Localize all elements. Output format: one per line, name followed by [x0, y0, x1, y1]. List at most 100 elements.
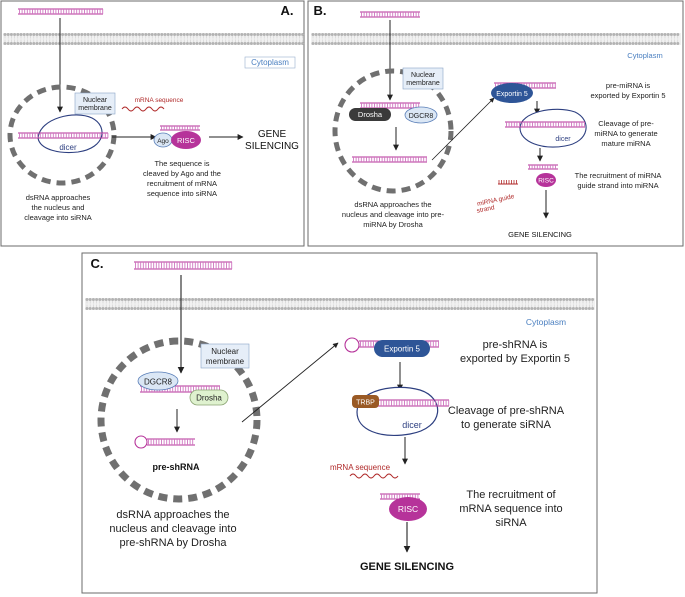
panel-b-step2-2: miRNA to generate — [594, 129, 657, 138]
panel-a-caption-left-3: cleavage into siRNA — [24, 213, 92, 222]
panel-c-exportin — [374, 340, 430, 357]
panel-a-cell-membrane — [3, 33, 305, 45]
panel-c-caption-left-3: pre-shRNA by Drosha — [120, 537, 228, 549]
panel-a-dicer-label: dicer — [59, 143, 77, 152]
panel-b-caption-left-1: dsRNA approaches the — [354, 200, 431, 209]
panel-c-step3-2: mRNA sequence into — [459, 503, 562, 515]
panel-c-drosha — [189, 389, 229, 406]
panel-c-step3-1: The recruitment of — [466, 489, 556, 501]
panel-c-nuclear-membrane-label-2: membrane — [206, 357, 245, 366]
panel-a-caption-left-1: dsRNA approaches — [26, 193, 91, 202]
panel-a-cytoplasm-box — [244, 56, 296, 69]
panel-a-gene-silencing-1: GENE — [258, 129, 287, 140]
panel-a-dicer-dsrna — [18, 132, 109, 139]
panel-b-nuclear-membrane-box — [402, 67, 444, 90]
panel-a-risc-label: RISC — [177, 136, 196, 145]
panel-b-dicer-label: dicer — [555, 136, 571, 143]
panel-b-step3-2: guide strand into miRNA — [577, 181, 658, 190]
panel-a-risc-dsrna — [160, 125, 200, 131]
panel-c-pre-shrna-label: pre-shRNA — [152, 462, 200, 472]
panel-a-caption-right-3: recruitment of mRNA — [147, 179, 217, 188]
panel-b-cell-membrane — [311, 33, 681, 45]
panel-a-mrna-strand — [121, 106, 165, 112]
panel-c-trbp-label: TRBP — [356, 400, 375, 407]
panel-a-caption-right-4: sequence into siRNA — [147, 189, 217, 198]
panel-c-risc — [389, 497, 427, 521]
panel-b-caption-left-3: miRNA by Drosha — [363, 220, 423, 229]
panel-a-caption-left-2: the nucleus and — [32, 203, 85, 212]
panel-b-dgcr8 — [404, 106, 438, 124]
panel-c-label: C. — [91, 256, 104, 271]
panel-a-gene-silencing-2: SILENCING — [245, 141, 299, 152]
panel-b-gene-silencing: GENE SILENCING — [508, 230, 572, 239]
panel-b-step1-1: pre-miRNA is — [606, 81, 650, 90]
panel-b-risc-label: RISC — [538, 178, 554, 185]
panel-b-caption-left-2: nucleus and cleavage into pre- — [342, 210, 445, 219]
panel-a-ago-label: Ago — [157, 138, 169, 145]
panel-b-dicer-rna — [505, 121, 585, 128]
panel-b-exportin-label: Exportin 5 — [496, 91, 528, 98]
panel-b-step2-3: mature miRNA — [601, 139, 650, 148]
panel-b-risc — [536, 173, 556, 187]
panel-b-pre-mirna — [352, 156, 427, 163]
panel-a-label: A. — [281, 3, 294, 18]
panel-a-nuclear-membrane-label-2: membrane — [78, 105, 112, 112]
panel-b-nucleus — [332, 68, 454, 194]
panel-a: A. Cytoplasm Nuclear membrane dicer mRNA… — [0, 0, 305, 247]
panel-b-step1-2: exported by Exportin 5 — [590, 91, 665, 100]
panel-c-cytoplasm-label: Cytoplasm — [526, 317, 566, 327]
panel-a-nucleus — [7, 84, 117, 186]
panel-b-drosha-label: Drosha — [358, 110, 383, 119]
panel-b-dicer-shape — [519, 108, 587, 148]
panel-a-dsrna — [18, 8, 104, 15]
panel-b-label: B. — [314, 3, 327, 18]
panel-a-mrna-label: mRNA sequence — [135, 97, 184, 104]
panel-a-dicer-shape — [37, 114, 103, 154]
panel-b-dsrna — [360, 11, 420, 18]
panel-c-dicer-shape — [356, 386, 439, 436]
panel-c-trbp — [352, 395, 379, 408]
panel-b-risc-rna — [528, 164, 558, 170]
panel-b-step2-1: Cleavage of pre- — [598, 119, 654, 128]
panel-c-gene-silencing: GENE SILENCING — [360, 561, 454, 573]
panel-b-step3-1: The recruitment of miRNA — [575, 171, 662, 180]
panel-b: B. Cytoplasm Nuclear membrane Drosha DGC… — [307, 0, 684, 247]
panel-a-nuclear-membrane-box — [74, 92, 116, 115]
panel-b-drosha — [349, 108, 391, 121]
panel-c-step1-2: exported by Exportin 5 — [460, 353, 570, 365]
panel-c-caption-left-1: dsRNA approaches the — [116, 509, 229, 521]
panel-c-cell-membrane — [85, 298, 595, 310]
panel-b-nuclear-membrane-label-2: membrane — [406, 80, 440, 87]
panel-c-nuclear-membrane-label-1: Nuclear — [211, 347, 239, 356]
panel-a-risc — [171, 131, 201, 149]
panel-c-dsrna — [134, 261, 233, 270]
panel-c-dicer-label: dicer — [402, 420, 422, 430]
panel-c-step2-2: to generate siRNA — [461, 419, 552, 431]
panel-a-caption-right-2: cleaved by Ago and the — [143, 169, 221, 178]
panel-c-drosha-label: Drosha — [196, 394, 222, 403]
panel-b-guide-label-2: strand — [476, 204, 496, 215]
panel-b-guide-strand — [498, 180, 518, 185]
panel-c-mrna-label: mRNA sequence — [330, 463, 391, 472]
panel-c: C. Cytoplasm Nuclear membrane DGCR8 Dros… — [81, 252, 598, 594]
panel-b-nucleus-dsrna — [360, 102, 420, 109]
panel-c-step3-3: siRNA — [495, 517, 527, 529]
panel-b-cytoplasm-label: Cytoplasm — [627, 51, 662, 60]
panel-c-arrow-export — [241, 342, 339, 423]
panel-c-dgcr8 — [137, 371, 179, 391]
panel-c-step1-1: pre-shRNA is — [483, 339, 548, 351]
panel-c-step2-1: Cleavage of pre-shRNA — [448, 405, 565, 417]
panel-c-dgcr8-label: DGCR8 — [144, 378, 173, 387]
panel-c-mrna-strand — [349, 473, 399, 479]
panel-c-exportin-label: Exportin 5 — [384, 345, 421, 354]
panel-c-pre-shrna — [147, 438, 195, 446]
panel-c-exportin-loop — [344, 337, 360, 353]
panel-c-caption-left-2: nucleus and cleavage into — [109, 523, 236, 535]
panel-b-exportin — [491, 83, 533, 103]
panel-a-caption-right-1: The sequence is — [154, 159, 209, 168]
panel-a-cytoplasm-label: Cytoplasm — [251, 58, 289, 67]
panel-a-nuclear-membrane-label-1: Nuclear — [83, 97, 108, 104]
panel-b-nuclear-membrane-label-1: Nuclear — [411, 72, 436, 79]
panel-b-arrow-export — [431, 97, 495, 161]
